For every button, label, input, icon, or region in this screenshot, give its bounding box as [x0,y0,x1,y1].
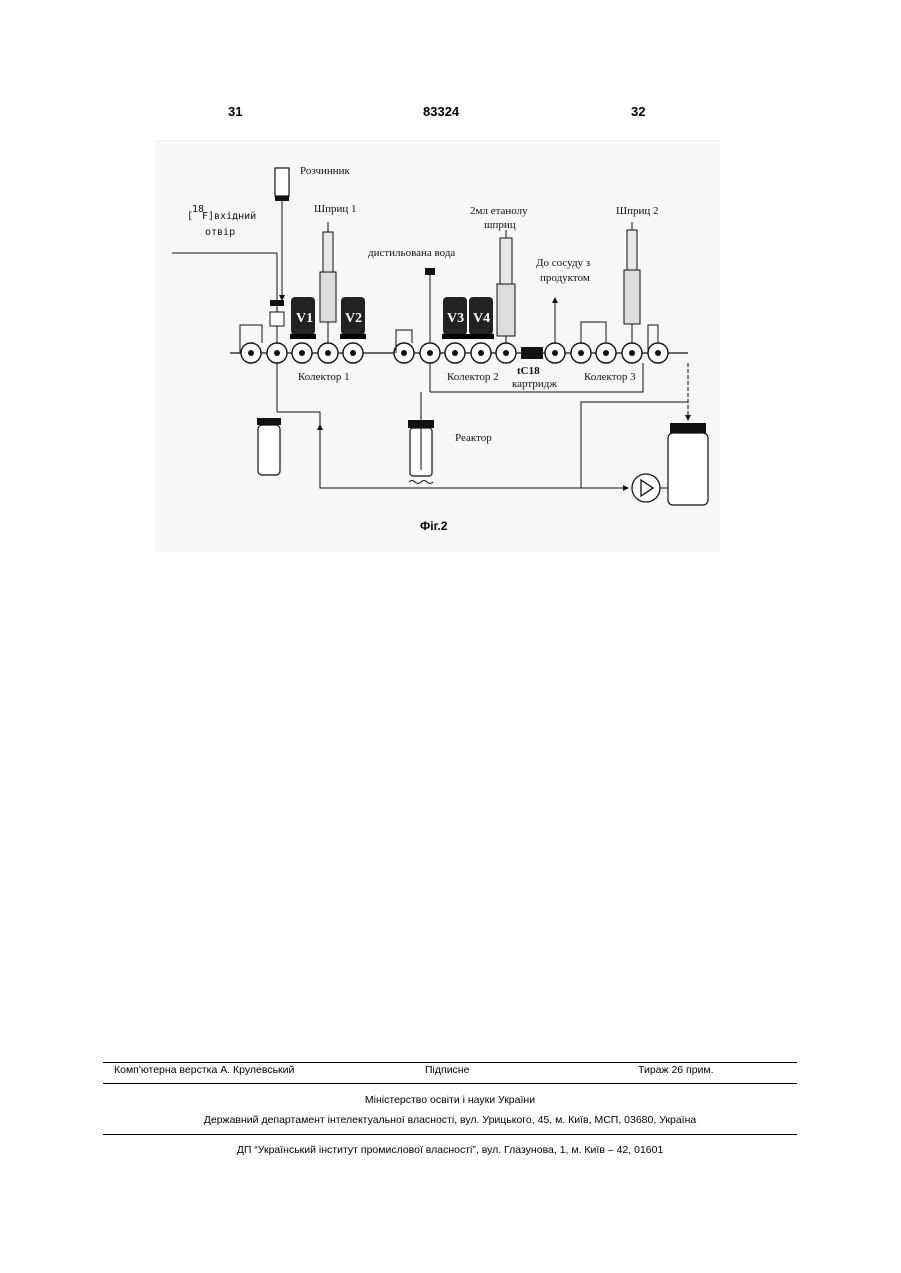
solvent-vial [275,168,289,196]
apparatus-diagram: V1 V2 V3 V4 [0,0,901,560]
product-label-1: До сосуду з [536,257,590,269]
water-inlet [425,268,435,275]
svg-text:отвір: отвір [205,226,235,238]
product-label-2: продуктом [540,272,590,284]
typesetting-credit: Комп'ютерна верстка А. Крулевський [114,1064,294,1076]
svg-text:F]вхідний: F]вхідний [202,210,256,222]
solvent-label: Розчинник [300,165,351,177]
footer-rule-top [103,1062,797,1063]
product-vial-cap [670,423,706,433]
ethanol-syringe [497,230,515,343]
collector-3-label: Колектор 3 [584,371,636,383]
vial-v1-label: V1 [296,311,313,326]
collector-1-label: Колектор 1 [298,371,350,383]
tc18-cartridge [521,347,543,359]
ministry-line: Міністерство освіти і науки України [103,1094,797,1106]
distilled-water-label: дистильована вода [368,247,455,259]
syringe-1-label: Шприц 1 [314,203,357,215]
footer-rule-middle [103,1083,797,1084]
waste-vial [258,425,280,475]
department-line: Державний департамент інтелектуальної вл… [103,1114,797,1126]
reactor-label: Реактор [455,432,492,444]
ethanol-label-1: 2мл етанолу [470,205,528,217]
vial-v2-label: V2 [345,311,362,326]
footer-rule-bottom [103,1134,797,1135]
pump [632,474,660,502]
waste-vial-cap [257,418,281,425]
ethanol-label-2: шприц [484,219,516,231]
subscription-note: Підписне [425,1064,469,1076]
vial-v4-label: V4 [473,311,490,326]
institute-line: ДП “Український інститут промислової вла… [103,1144,797,1156]
vial-v3-label: V3 [447,311,464,326]
product-vial [668,433,708,505]
syringe-2-label: Шприц 2 [616,205,659,217]
figure-caption: Фіг.2 [420,519,447,533]
cartridge-label: картридж [512,378,557,390]
circulation-note: Тираж 26 прим. [638,1064,714,1076]
collector-2-label: Колектор 2 [447,371,499,383]
tc18-label: tC18 [517,365,540,377]
